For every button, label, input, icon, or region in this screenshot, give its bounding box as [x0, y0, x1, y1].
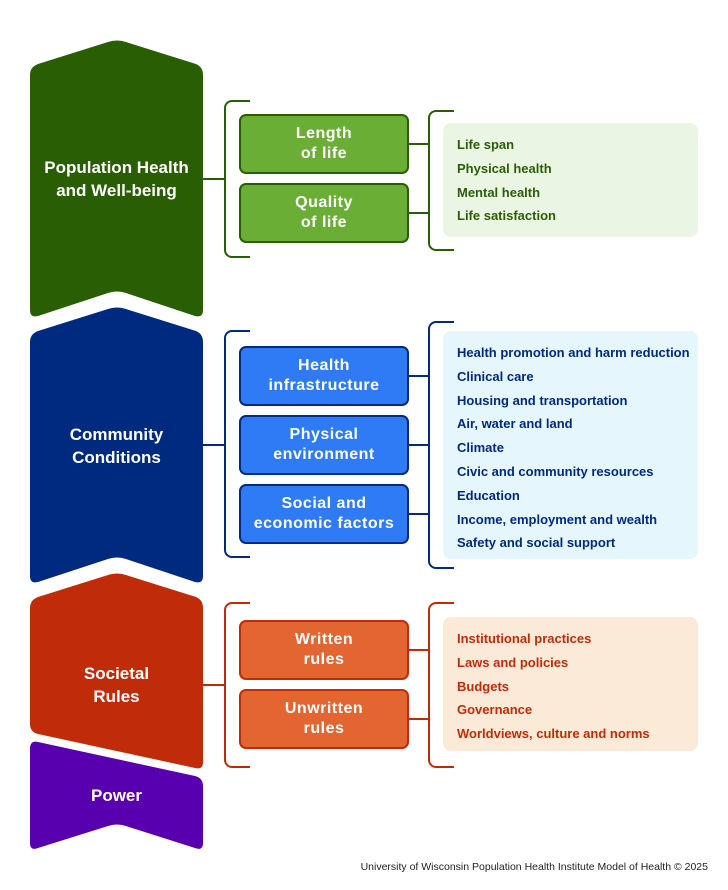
box-health-infrastructure: Health infrastructure — [239, 346, 409, 406]
box-line: economic factors — [253, 515, 395, 532]
box-line: of life — [300, 214, 348, 231]
box-line: rules — [303, 651, 345, 668]
connector — [203, 444, 225, 446]
box-written-rules: Written rules — [239, 620, 409, 680]
connector — [409, 718, 429, 720]
list-community-conditions: Health promotion and harm reduction Clin… — [443, 331, 698, 559]
bracket — [428, 321, 454, 569]
box-quality-of-life: Quality of life — [239, 183, 409, 243]
list-item: Income, employment and wealth — [457, 511, 658, 527]
list-item: Life span — [457, 137, 515, 152]
section-title-power: Power — [30, 784, 203, 807]
copyright-footer: University of Wisconsin Population Healt… — [360, 861, 708, 873]
list-item: Safety and social support — [457, 535, 616, 551]
box-line: Written — [294, 631, 354, 648]
box-line: rules — [303, 720, 345, 737]
box-line: Quality — [295, 194, 353, 211]
chevron-power — [30, 741, 203, 849]
title-line: Societal — [83, 664, 150, 683]
title-line: Power — [90, 786, 143, 805]
list-item: Budgets — [457, 678, 509, 694]
connector — [409, 143, 429, 145]
connector — [409, 212, 429, 214]
list-item: Institutional practices — [457, 631, 592, 646]
list-item: Worldviews, culture and norms — [457, 726, 650, 742]
list-item: Governance — [457, 702, 533, 718]
box-line: Health — [298, 357, 350, 374]
bracket — [224, 100, 250, 258]
chevron-community-conditions — [30, 307, 203, 583]
title-line: and Well-being — [56, 181, 177, 200]
box-line: of life — [300, 145, 348, 162]
box-line: Length — [295, 125, 353, 142]
list-item: Housing and transportation — [457, 392, 628, 408]
list-item: Health promotion and harm reduction — [457, 345, 690, 360]
box-line: Unwritten — [284, 700, 364, 717]
box-physical-environment: Physical environment — [239, 415, 409, 475]
list-item: Education — [457, 487, 520, 503]
title-line: Community — [69, 425, 164, 444]
box-line: environment — [273, 446, 375, 463]
list-item: Mental health — [457, 184, 541, 200]
bracket — [428, 602, 454, 768]
list-item: Air, water and land — [457, 416, 573, 432]
box-unwritten-rules: Unwritten rules — [239, 689, 409, 749]
section-title-population-health: Population Health and Well-being — [30, 156, 203, 202]
connector — [203, 684, 225, 686]
list-item: Laws and policies — [457, 654, 569, 670]
box-length-of-life: Length of life — [239, 114, 409, 174]
box-social-economic-factors: Social and economic factors — [239, 484, 409, 544]
chevron-population-health — [30, 40, 203, 317]
connector — [409, 375, 429, 377]
bracket — [428, 110, 454, 251]
list-item: Civic and community resources — [457, 463, 654, 479]
list-population-health: Life span Physical health Mental health … — [443, 123, 698, 237]
title-line: Conditions — [72, 448, 161, 467]
bracket — [224, 602, 250, 768]
list-societal-rules: Institutional practices Laws and policie… — [443, 617, 698, 751]
list-item: Climate — [457, 440, 504, 456]
connector — [409, 444, 429, 446]
connector — [203, 178, 225, 180]
list-item: Clinical care — [457, 368, 534, 384]
box-line: infrastructure — [268, 377, 380, 394]
connector — [409, 513, 429, 515]
title-line: Population Health — [44, 158, 189, 177]
title-line: Rules — [93, 687, 140, 706]
chevron-societal-rules — [30, 573, 203, 769]
bracket — [224, 330, 250, 558]
box-line: Social and — [281, 495, 367, 512]
box-line: Physical — [289, 426, 359, 443]
list-item: Physical health — [457, 160, 552, 176]
connector — [409, 649, 429, 651]
list-item: Life satisfaction — [457, 208, 556, 224]
